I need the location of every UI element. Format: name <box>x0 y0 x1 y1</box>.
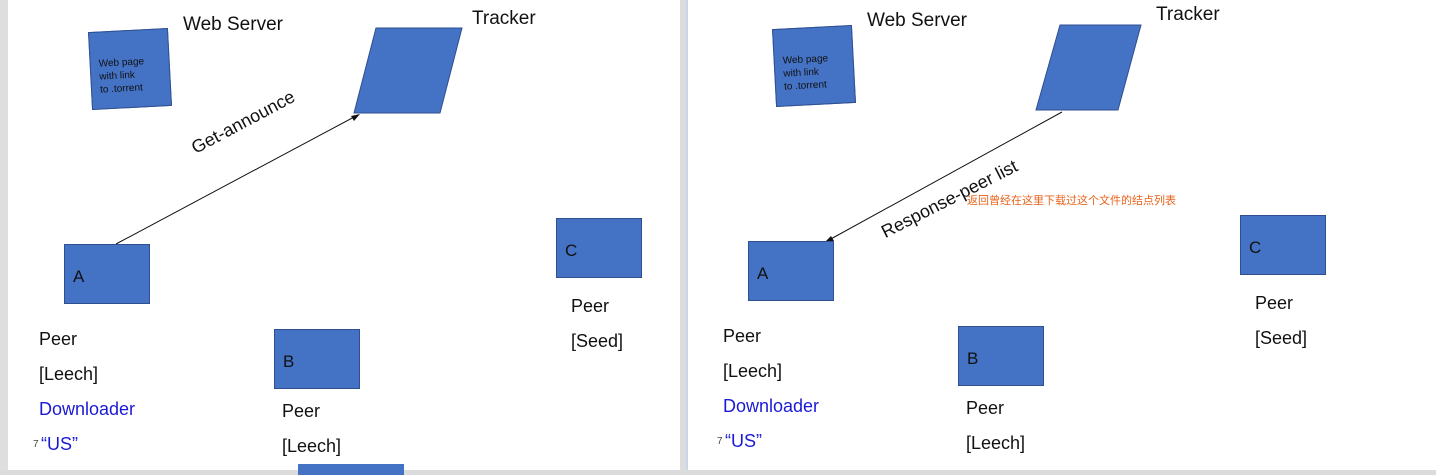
peer-b-role-right: [Leech] <box>966 433 1026 453</box>
us-label-right: “US” <box>725 431 762 451</box>
peer-c-label-right: Peer <box>1255 293 1294 313</box>
peer-b-role: [Leech] <box>282 436 342 456</box>
peer-c-letter-right: C <box>1249 238 1262 257</box>
response-peer-list-arrow <box>828 111 1063 241</box>
peer-c-role: [Seed] <box>571 331 624 351</box>
peer-c-box-right: C <box>1240 215 1326 275</box>
partial-box <box>298 464 404 475</box>
get-announce-arrowhead <box>351 114 360 121</box>
tracker-shape <box>353 27 463 114</box>
tracker-shape-right <box>1035 24 1142 111</box>
peer-c-letter: C <box>565 241 578 260</box>
peer-b-box-right: B <box>958 326 1044 386</box>
downloader-label: Downloader <box>39 399 136 419</box>
downloader-label-right: Downloader <box>723 396 820 416</box>
peer-a-letter-right: A <box>757 264 769 283</box>
peer-c-role-right: [Seed] <box>1255 328 1308 348</box>
get-announce-arrow <box>115 115 357 245</box>
peer-b-letter-right: B <box>967 349 979 368</box>
us-label: “US” <box>41 434 78 454</box>
peer-a-box-right: A <box>748 241 834 301</box>
annotation-chinese: 返回曾经在这里下载过这个文件的结点列表 <box>967 195 1176 207</box>
peer-a-label: Peer <box>39 329 78 349</box>
web-server-label: Web Server <box>183 14 283 35</box>
peer-c-label: Peer <box>571 296 610 316</box>
peer-b-label-right: Peer <box>966 398 1005 418</box>
tracker-label: Tracker <box>472 8 536 29</box>
peer-a-label-right: Peer <box>723 326 762 346</box>
peer-a-role-right: [Leech] <box>723 361 783 381</box>
us-mark: 7 <box>33 439 39 450</box>
response-peer-list-arrowhead <box>825 236 834 242</box>
peer-a-role: [Leech] <box>39 364 99 384</box>
peer-b-label: Peer <box>282 401 321 421</box>
web-server-label-right: Web Server <box>867 10 967 31</box>
peer-b-box: B <box>274 329 360 389</box>
peer-a-letter: A <box>73 267 85 286</box>
us-mark-right: 7 <box>717 436 723 447</box>
peer-c-box: C <box>556 218 642 278</box>
peer-a-box: A <box>64 244 150 304</box>
tracker-label-right: Tracker <box>1156 4 1220 25</box>
peer-b-letter: B <box>283 352 295 371</box>
